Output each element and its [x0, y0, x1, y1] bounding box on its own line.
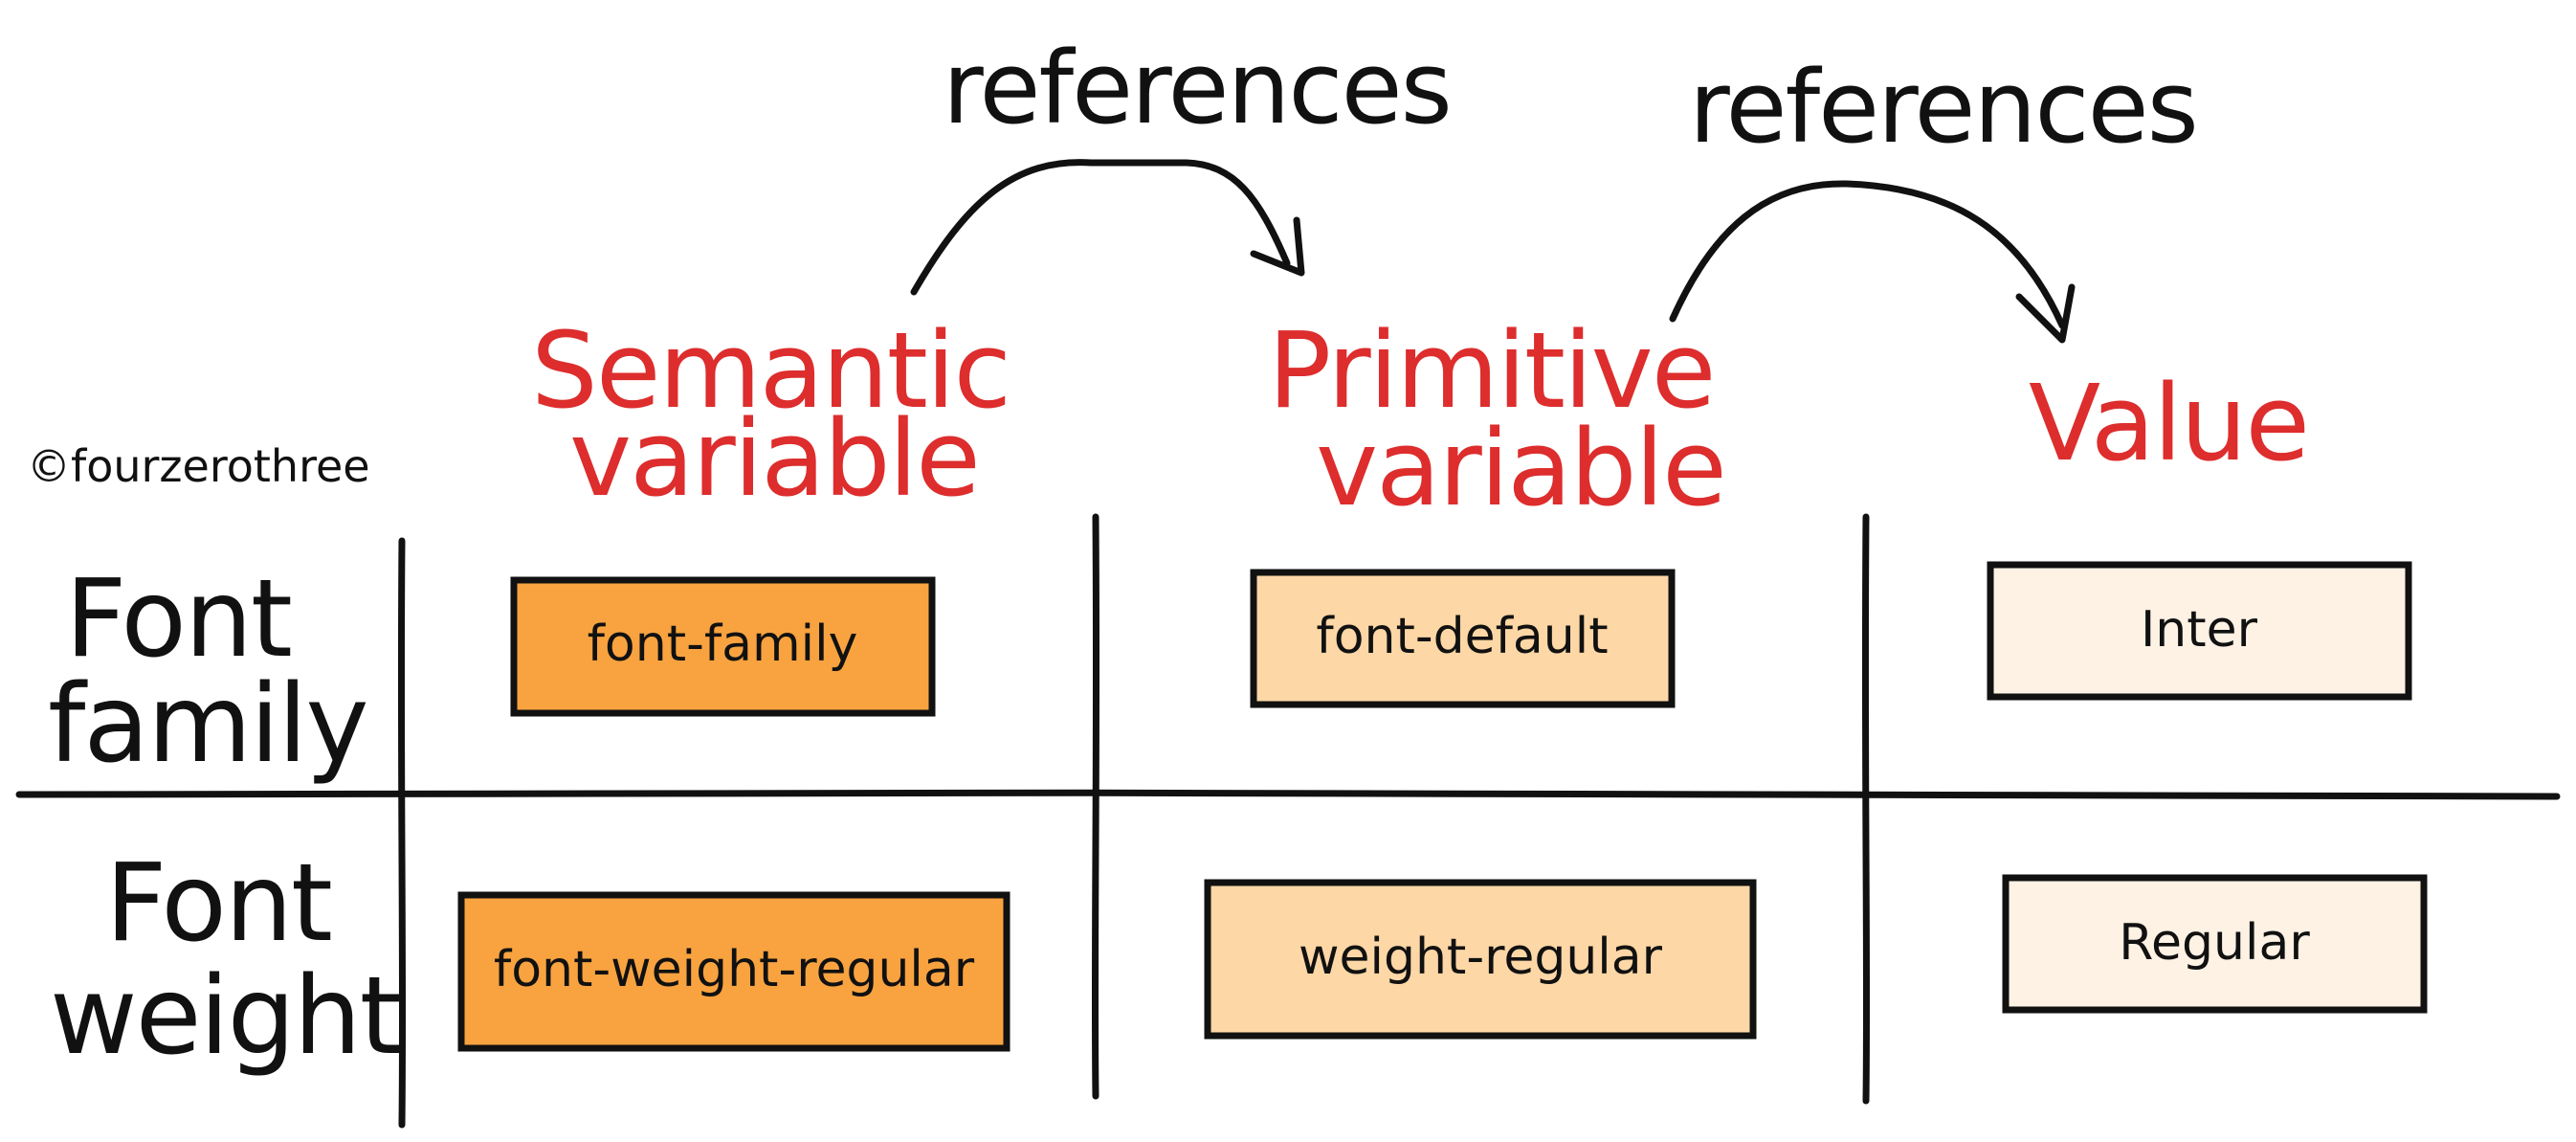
cell-text: Inter	[2141, 601, 2258, 659]
reference-arrow-2: references	[1669, 49, 2199, 344]
cell-regular: Regular	[2002, 874, 2428, 1014]
box-value	[2002, 874, 2428, 1014]
reference-arrow-1: references	[910, 30, 1453, 296]
curved-arrow-2	[1669, 180, 2066, 329]
arrowhead-2	[2015, 283, 2076, 344]
box-primitive	[1204, 879, 1757, 1040]
cell-text: weight-regular	[1299, 929, 1663, 986]
cell-text: font-default	[1316, 608, 1608, 665]
box-value	[1987, 561, 2412, 701]
grid-line-vertical-1	[397, 537, 407, 1129]
column-heading-primitive-line-2: variable	[1316, 407, 1725, 529]
column-heading-value: Value	[2029, 362, 2310, 484]
copyright-credit: ©fourzerothree	[27, 440, 370, 492]
grid-line-horizontal	[15, 789, 2561, 800]
grid-line-vertical-3	[1861, 513, 1871, 1105]
reference-label-1: references	[943, 30, 1451, 146]
row-label-font-weight: Font weight	[50, 841, 402, 1079]
row-label-font-family: Font family	[48, 557, 369, 787]
column-heading-value-line-1: Value	[2029, 362, 2308, 484]
cell-text: font-weight-regular	[494, 941, 975, 998]
column-heading-primitive-line-1: Primitive	[1268, 309, 1714, 432]
arrowhead-1	[1250, 216, 1305, 277]
cell-font-weight-regular: font-weight-regular	[457, 891, 1010, 1052]
column-heading-semantic-line-1: Semantic	[531, 309, 1010, 432]
row-label-font-family-line-2: family	[48, 662, 367, 787]
grid-line-vertical-2	[1091, 513, 1100, 1100]
cell-inter: Inter	[1987, 561, 2412, 701]
reference-label-2: references	[1689, 49, 2197, 166]
cell-text: font-family	[588, 616, 858, 673]
cell-text: Regular	[2119, 914, 2310, 972]
column-heading-semantic: Semantic variable	[531, 309, 1011, 520]
cell-font-default: font-default	[1250, 569, 1676, 708]
curved-arrow-1	[910, 159, 1291, 296]
box-semantic	[510, 576, 936, 717]
row-label-font-weight-line-1: Font	[105, 841, 331, 966]
column-heading-semantic-line-2: variable	[569, 397, 979, 520]
box-semantic	[457, 891, 1010, 1052]
row-label-font-weight-line-2: weight	[50, 954, 400, 1079]
box-primitive	[1250, 569, 1676, 708]
row-label-font-family-line-1: Font	[65, 557, 291, 682]
column-heading-primitive: Primitive variable	[1268, 309, 1727, 529]
cell-weight-regular: weight-regular	[1204, 879, 1757, 1040]
cell-font-family: font-family	[510, 576, 936, 717]
